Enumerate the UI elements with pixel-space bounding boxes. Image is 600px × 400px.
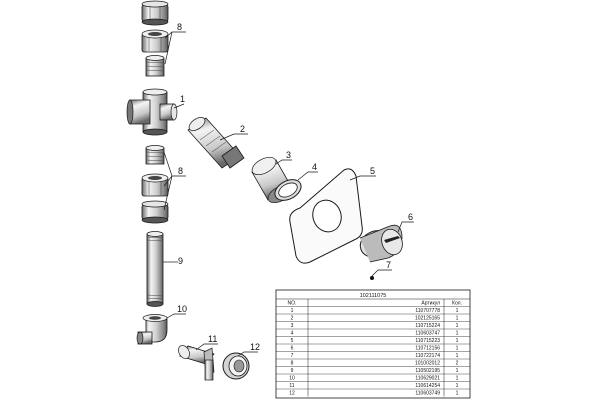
table-cell: 1: [456, 391, 459, 397]
table-cell: 1: [456, 383, 459, 389]
table-cell: 3: [291, 323, 294, 329]
table-cell: 8: [291, 361, 294, 367]
table-cell: 1: [456, 376, 459, 382]
part-8-ring-nut-b: [141, 200, 169, 224]
table-cell: 7: [291, 353, 294, 359]
table-cell: 102125165: [415, 316, 440, 322]
part-2-cartridge: [187, 117, 245, 169]
callout-1: 1: [180, 94, 185, 104]
part-8-top-nut: [141, 0, 169, 26]
callout-2: 2: [240, 124, 245, 134]
callout-3: 3: [286, 150, 291, 160]
table-cell: 11: [289, 383, 294, 389]
table-cell: 1: [456, 346, 459, 352]
callout-9: 9: [178, 256, 183, 266]
table-cell: 110722174: [415, 353, 440, 359]
part-1-tee-body: [126, 88, 178, 136]
table-cell: 110603747: [415, 331, 440, 337]
callout-11: 11: [208, 334, 217, 344]
table-cell: 5: [291, 338, 294, 344]
callout-4: 4: [312, 162, 317, 172]
table-cell: 110707778: [415, 308, 440, 314]
table-header-cell: Артикул: [421, 301, 440, 307]
table-cell: 1: [456, 368, 459, 374]
callout-12: 12: [250, 342, 260, 352]
table-cell: 1: [456, 323, 459, 329]
part-5-cover-plate: [289, 168, 363, 264]
table-header-cell: NO.: [288, 301, 297, 307]
table-cell: 1: [456, 308, 459, 314]
part-12-ring-nut: [222, 352, 250, 380]
table-cell: 6: [291, 346, 294, 352]
table-cell: 110715223: [415, 338, 440, 344]
part-9-pipe: [146, 231, 164, 307]
table-cell: 110614254: [415, 383, 440, 389]
part-8-nipple-b: [145, 145, 165, 165]
callout-6: 6: [408, 212, 413, 222]
leader-lines: [163, 31, 414, 357]
part-7-cap-dot: [370, 276, 374, 280]
table-cell: 1: [456, 331, 459, 337]
table-cell: 110712156: [415, 346, 440, 352]
table-cell: 1: [456, 316, 459, 322]
table-cell: 110603749: [415, 391, 440, 397]
table-cell: 9: [291, 368, 294, 374]
callout-7: 7: [386, 260, 391, 270]
table-cell: 1: [291, 308, 294, 314]
table-cell: 12: [289, 391, 295, 397]
part-11-fitting: [178, 345, 215, 381]
table-cell: 101002012: [415, 361, 440, 367]
table-cell: 2: [456, 361, 459, 367]
callout-8-top: 8: [177, 22, 182, 32]
table-title: 102111075: [360, 293, 387, 299]
table-cell: 110502195: [415, 368, 440, 374]
callout-labels: 8 1 2 3 4 5 6 7 8 9 10 11 12: [177, 22, 413, 352]
part-8-hex-nut-a: [141, 29, 169, 53]
part-6-handle-knob: [359, 224, 403, 263]
callout-10: 10: [177, 304, 187, 314]
table-cell: 1: [456, 338, 459, 344]
part-8-hex-nut-b: [141, 173, 169, 197]
table-cell: 2: [291, 316, 294, 322]
part-10-elbow: [136, 314, 168, 345]
part-4-seal-ring: [274, 179, 302, 201]
callout-8-lower: 8: [178, 166, 183, 176]
table-cell: 110715224: [415, 323, 440, 329]
part-8-nipple-a: [145, 55, 165, 77]
table-cell: 4: [291, 331, 294, 337]
table-header-cell: Кол.: [452, 301, 462, 307]
callout-5: 5: [370, 166, 375, 176]
table-cell: 110629021: [415, 376, 440, 382]
table-cell: 1: [456, 353, 459, 359]
table-cell: 10: [289, 376, 295, 382]
